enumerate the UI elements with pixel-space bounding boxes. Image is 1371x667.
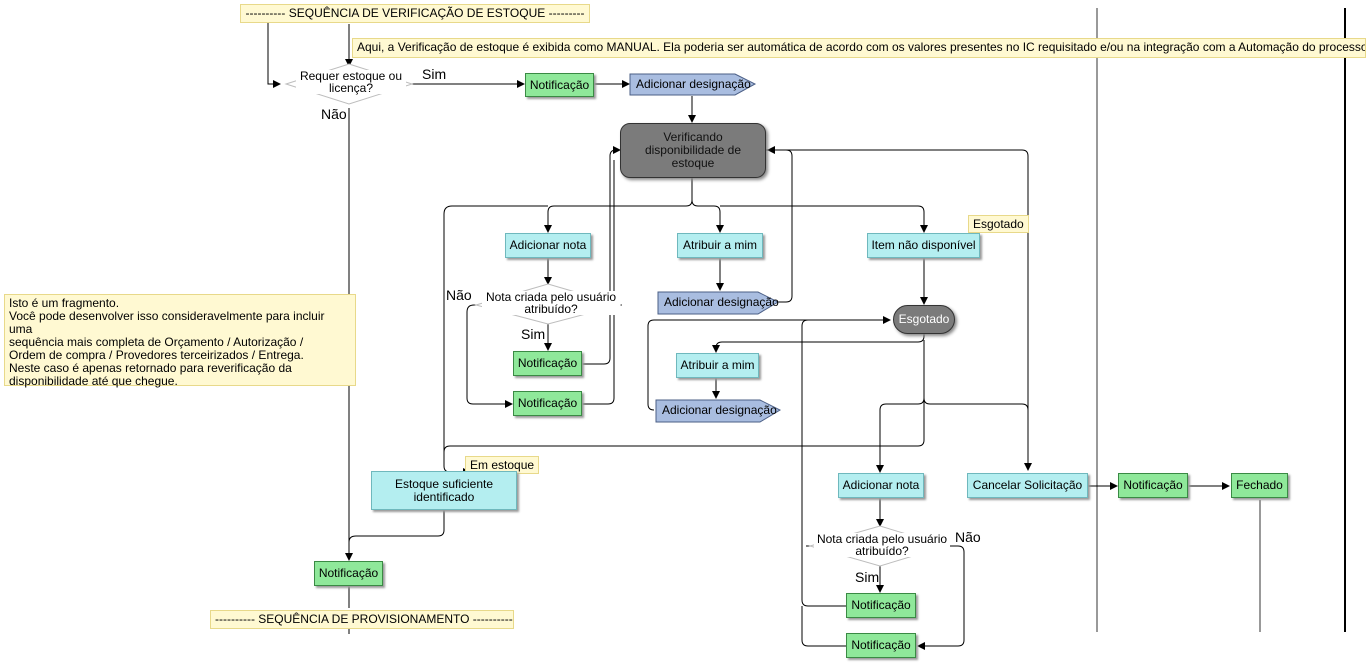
stock-check-banner: ---------- SEQUÊNCIA DE VERIFICAÇÃO DE E… <box>240 4 590 23</box>
edge <box>923 397 1029 411</box>
decision-text: Requer estoque ou <box>299 69 403 83</box>
atribuir-a-mim-node-1[interactable]: Atribuir a mim <box>677 233 763 258</box>
edge <box>876 340 925 473</box>
notificacao-node-1[interactable]: Notificação <box>525 73 594 97</box>
edge-label-sim: Sim <box>422 66 447 82</box>
provisioning-banner: ---------- SEQUÊNCIA DE PROVISIONAMENTO … <box>210 610 514 629</box>
estoque-suficiente-node[interactable]: Estoque suficiente identificado <box>371 471 517 510</box>
decision-text: atribuído? <box>524 302 578 316</box>
adicionar-nota-node-2[interactable]: Adicionar nota <box>838 473 924 498</box>
edge <box>691 199 724 233</box>
node-text: disponibilidade de <box>644 143 742 157</box>
fragment-note: Isto é um fragmento. Você pode desenvolv… <box>4 294 356 388</box>
cancelar-solicitacao-node[interactable]: Cancelar Solicitação <box>967 473 1088 498</box>
esgotado-status-node[interactable]: Esgotado <box>893 305 955 334</box>
edge <box>443 340 925 453</box>
edge-label-sim: Sim <box>521 326 546 342</box>
decision-note-created-1: Nota criada pelo usuário atribuído? <box>482 291 620 315</box>
edge-label-nao: Não <box>321 106 347 122</box>
edge <box>582 160 615 405</box>
adicionar-designacao-2[interactable]: Adicionar designação <box>664 295 779 309</box>
edge <box>766 149 1032 471</box>
fragment-note-line: Ordem de compra / Provedores terceirizad… <box>9 348 304 362</box>
notificacao-node-5[interactable]: Notificação <box>314 561 383 586</box>
esgotado-tag: Esgotado <box>968 215 1029 233</box>
decision-text: licença? <box>328 81 374 95</box>
edge-label-sim: Sim <box>855 569 880 585</box>
edge <box>720 205 928 233</box>
adicionar-designacao-3[interactable]: Adicionar designação <box>662 403 777 417</box>
adicionar-nota-node-1[interactable]: Adicionar nota <box>505 233 591 258</box>
edge <box>712 332 925 353</box>
notificacao-node-7[interactable]: Notificação <box>846 633 916 658</box>
assignment-shape <box>629 73 757 96</box>
item-nao-disponivel-node[interactable]: Item não disponível <box>867 233 980 258</box>
edge <box>267 8 281 88</box>
manual-check-note: Aqui, a Verificação de estoque é exibida… <box>352 38 1366 58</box>
notificacao-node-6[interactable]: Notificação <box>846 593 916 618</box>
edge-label-nao: Não <box>955 529 981 545</box>
edge <box>582 146 621 365</box>
fragment-note-line: Isto é um fragmento. <box>9 296 120 310</box>
edge <box>801 319 890 607</box>
verificando-disponibilidade-node[interactable]: Verificando disponibilidade de estoque <box>620 123 766 178</box>
edge <box>466 304 513 408</box>
fechado-node[interactable]: Fechado <box>1231 473 1288 498</box>
edge <box>767 146 793 303</box>
edge <box>345 510 445 561</box>
node-text: Verificando <box>663 130 723 144</box>
adicionar-designacao-1[interactable]: Adicionar designação <box>636 77 751 91</box>
fragment-note-line: Neste caso é apenas retornado para rever… <box>9 361 292 375</box>
decision-note-created-2: Nota criada pelo usuário atribuído? <box>814 533 950 557</box>
decision-text: Nota criada pelo usuário <box>816 532 948 546</box>
fragment-note-line: disponibilidade até que chegue. <box>9 374 178 388</box>
decision-text: atribuído? <box>855 544 909 558</box>
assignment-shape <box>657 291 780 315</box>
edge-label-nao: Não <box>446 287 472 303</box>
node-text: Estoque suficiente <box>394 476 494 491</box>
fragment-note-line: sequência mais completa de Orçamento / A… <box>9 335 304 349</box>
notificacao-node-2[interactable]: Notificação <box>513 351 582 376</box>
edge <box>544 178 693 233</box>
node-text: identificado <box>413 489 475 504</box>
assignment-shape <box>655 399 782 423</box>
node-text: estoque <box>671 156 715 170</box>
edge <box>801 606 846 647</box>
notificacao-node-3[interactable]: Notificação <box>513 391 582 416</box>
notificacao-node-4[interactable]: Notificação <box>1118 473 1188 498</box>
atribuir-a-mim-node-2[interactable]: Atribuir a mim <box>676 353 759 378</box>
edge <box>917 545 965 650</box>
edge <box>647 316 891 411</box>
decision-text: Nota criada pelo usuário <box>485 290 617 304</box>
decision-requires-stock: Requer estoque ou licença? <box>296 70 406 94</box>
fragment-note-line: Você pode desenvolver isso consideravelm… <box>9 309 325 336</box>
